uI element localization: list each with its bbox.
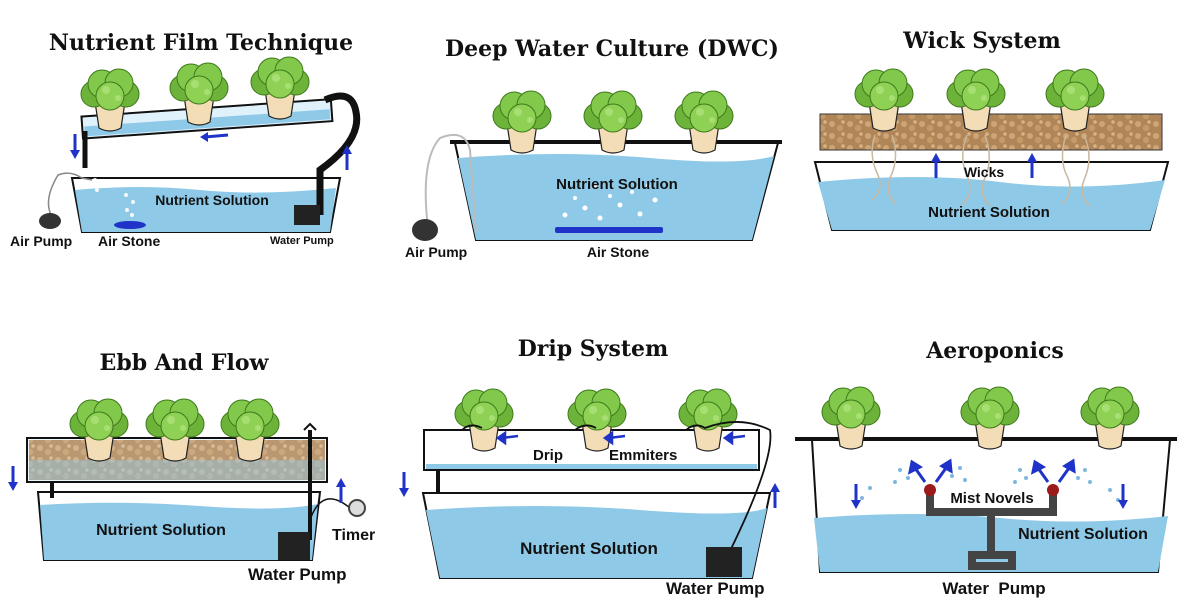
- water-pump-icon: [278, 532, 310, 560]
- drip-title: Drip System: [518, 336, 669, 362]
- panel-ebb: Ebb And Flow Nutrient Solution Timer Wat…: [6, 350, 375, 584]
- wick-wicks-label: Wicks: [964, 164, 1005, 180]
- dwc-title: Deep Water Culture (DWC): [445, 36, 779, 62]
- wick-solution-label: Nutrient Solution: [928, 204, 1050, 221]
- aero-title: Aeroponics: [925, 338, 1064, 364]
- aero-solution-label: Nutrient Solution: [1018, 526, 1148, 543]
- panel-wick: Wick System Wicks Nutrient Solution: [813, 28, 1170, 231]
- dwc-solution-label: Nutrient Solution: [556, 176, 678, 193]
- nft-water-pump-label: Water Pump: [270, 235, 334, 247]
- arrow-down-icon: [397, 470, 411, 499]
- water-pump-icon: [294, 205, 320, 225]
- drip-water-pump-label: Water Pump: [666, 579, 765, 598]
- panel-drip: Drip System Drip Emmiters Nutrient Solut…: [397, 336, 782, 598]
- dwc-air-pump-label: Air Pump: [405, 244, 467, 260]
- panel-aero: Aeroponics Mist Novels Nutrient Solution…: [795, 338, 1177, 598]
- air-stone-icon: [114, 221, 146, 229]
- air-stone-icon: [555, 227, 663, 233]
- nft-air-pump-label: Air Pump: [10, 233, 72, 249]
- nft-title: Nutrient Film Technique: [49, 30, 353, 56]
- dwc-air-stone-label: Air Stone: [587, 244, 649, 260]
- aero-mist-label: Mist Novels: [950, 490, 1033, 507]
- timer-icon: [348, 499, 366, 517]
- drip-drip-label: Drip: [533, 447, 563, 464]
- panel-dwc: Deep Water Culture (DWC) Nutrient Soluti…: [405, 36, 782, 260]
- ebb-title: Ebb And Flow: [100, 350, 270, 376]
- arrow-up-icon: [768, 481, 782, 510]
- aero-water-pump-label: Water Pump: [942, 579, 1045, 598]
- water-pump-icon: [706, 547, 742, 577]
- drip-emmiters-label: Emmiters: [609, 447, 677, 464]
- arrow-up-icon: [334, 476, 348, 505]
- ebb-solution-label: Nutrient Solution: [96, 522, 226, 539]
- air-pump-icon: [39, 213, 61, 229]
- panel-nft: Nutrient Film Technique Nutrient Solutio…: [10, 30, 361, 249]
- ebb-timer-label: Timer: [332, 527, 375, 544]
- wick-title: Wick System: [902, 28, 1060, 54]
- nft-solution-label: Nutrient Solution: [155, 192, 269, 208]
- nft-air-stone-label: Air Stone: [98, 233, 160, 249]
- arrow-down-icon: [6, 464, 20, 493]
- mist-nozzle-icon: [924, 484, 936, 496]
- mist-nozzle-icon: [1047, 484, 1059, 496]
- arrow-down-icon: [68, 132, 82, 161]
- ebb-water-pump-label: Water Pump: [248, 565, 347, 584]
- air-pump-icon: [412, 219, 438, 241]
- drip-solution-label: Nutrient Solution: [520, 539, 658, 558]
